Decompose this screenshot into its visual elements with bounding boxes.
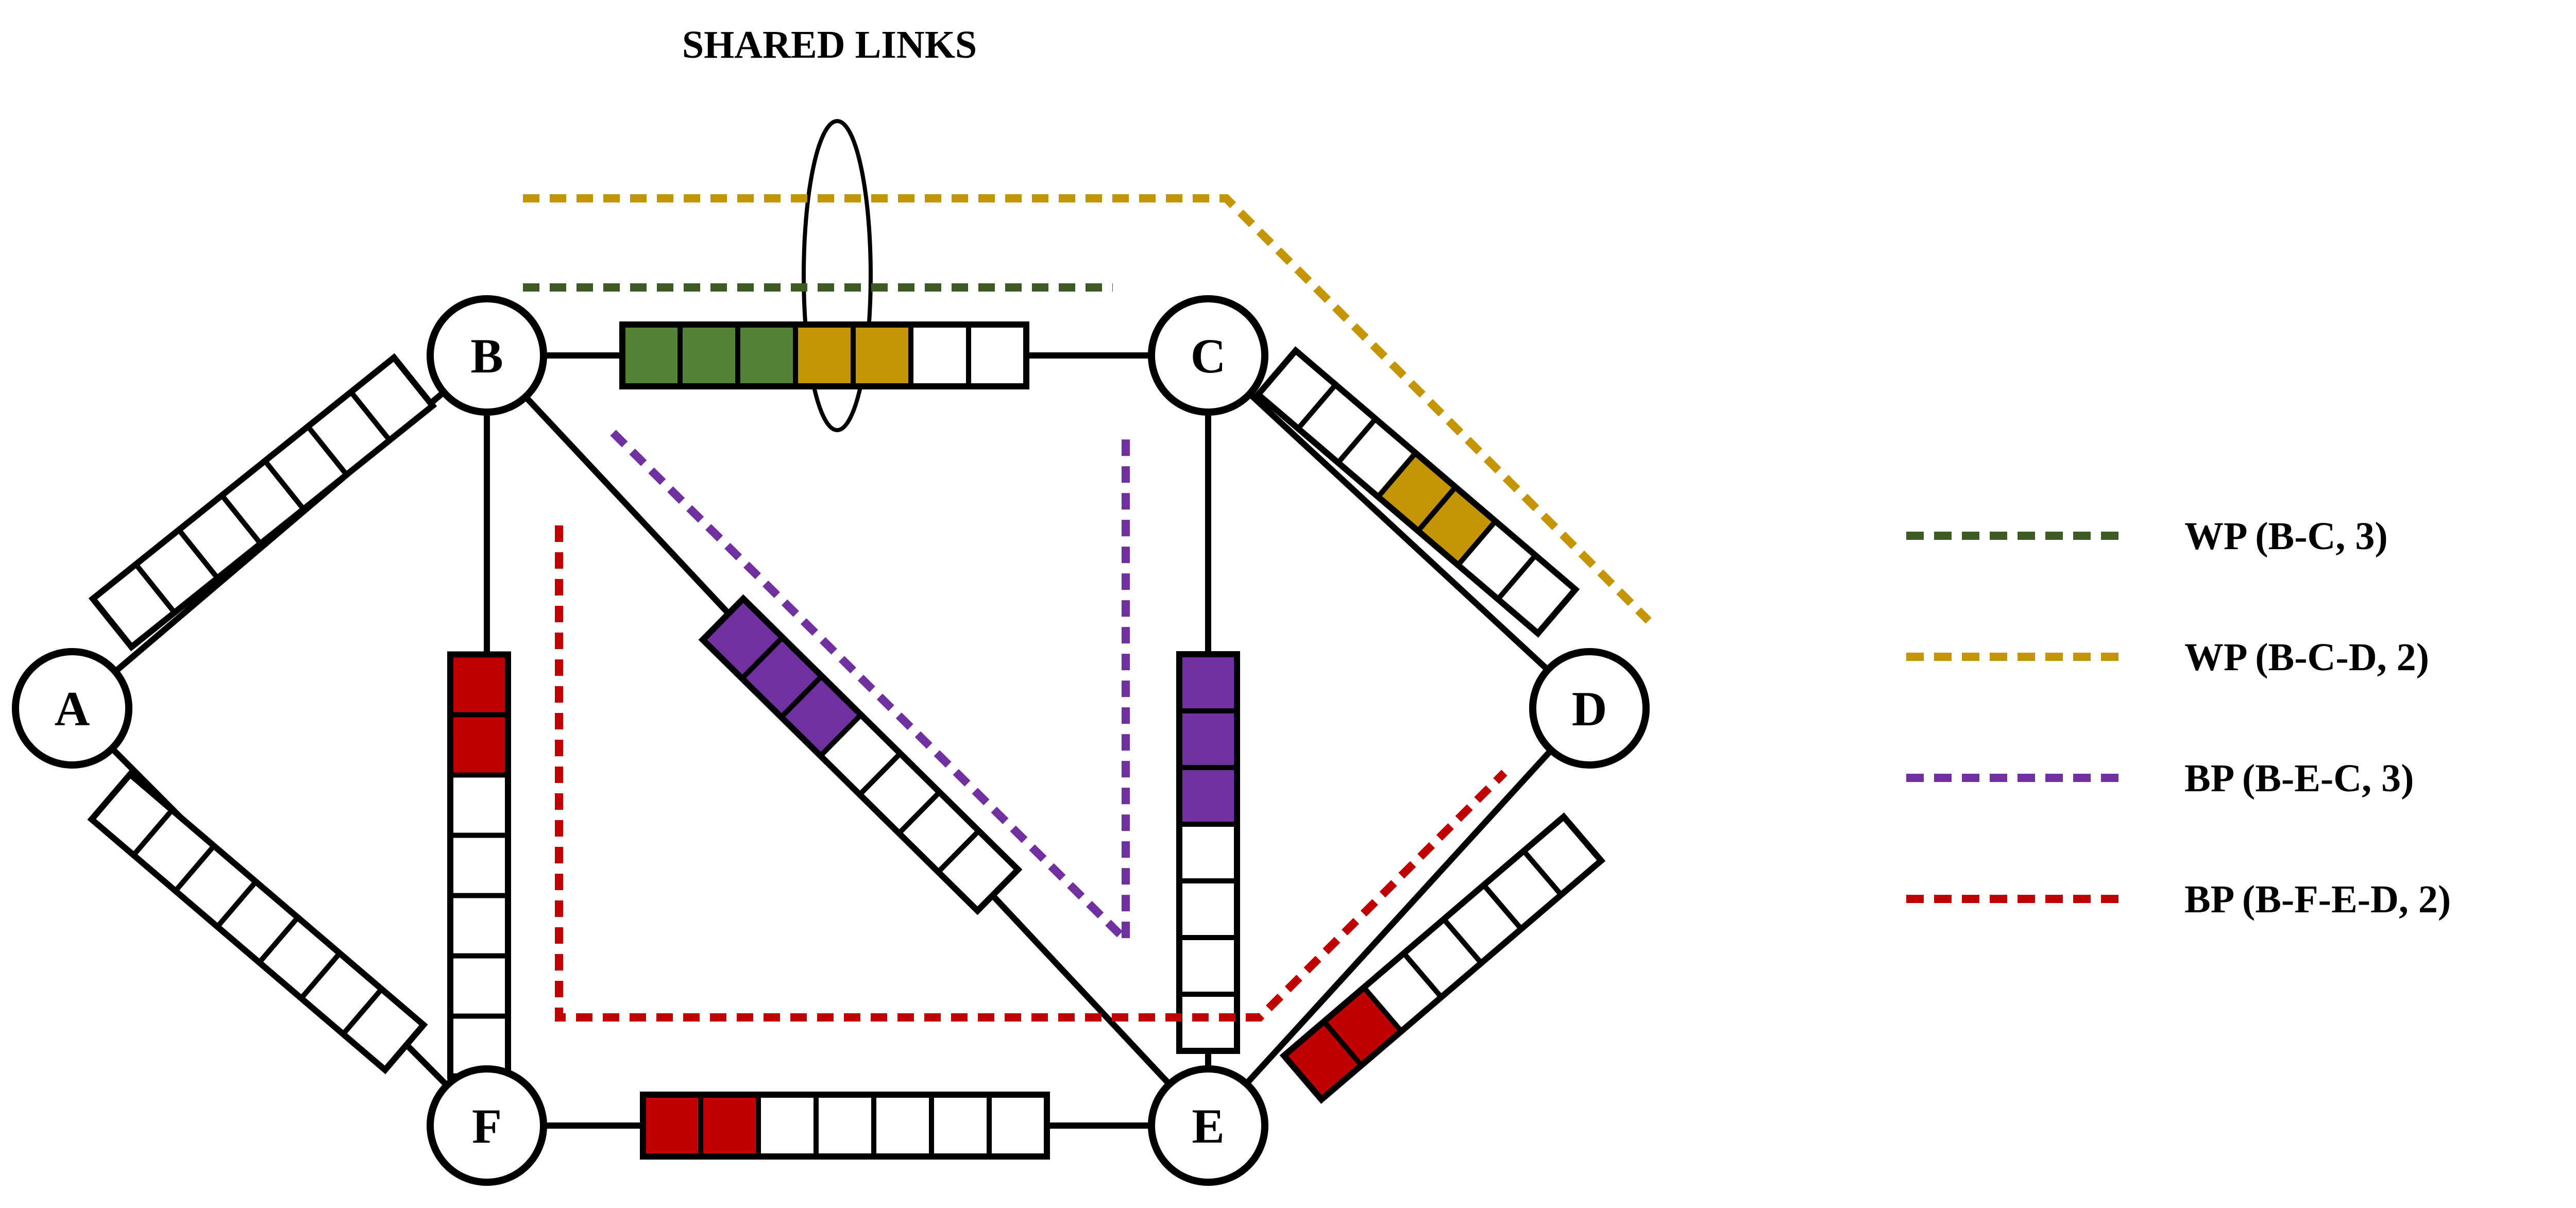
node-circle xyxy=(1148,1065,1268,1186)
node-A: A xyxy=(12,648,132,769)
link-bar-A-B xyxy=(88,353,437,652)
slot-F-E-6 xyxy=(987,1092,1049,1159)
bp-red-route xyxy=(555,525,1507,1022)
edge-C-D xyxy=(1206,353,1592,711)
slot-F-E-3 xyxy=(814,1092,876,1159)
slot-C-E-0 xyxy=(1177,652,1240,713)
link-bar-F-E xyxy=(640,1092,1050,1160)
slot-C-E-2 xyxy=(1177,765,1240,827)
legend-label: WP (B-C, 3) xyxy=(2184,515,2388,558)
link-bar-B-F xyxy=(447,651,511,1080)
node-label: D xyxy=(1572,682,1607,736)
wp-gold-route xyxy=(523,194,1652,624)
slot-B-C-1 xyxy=(677,322,740,389)
node-label: C xyxy=(1191,329,1226,383)
slot-F-E-5 xyxy=(929,1092,992,1159)
node-circle xyxy=(427,1065,547,1186)
slot-B-C-2 xyxy=(735,322,798,389)
slot-B-C-4 xyxy=(851,322,913,389)
legend-label: WP (B-C-D, 2) xyxy=(2184,636,2429,679)
node-circle xyxy=(12,648,132,769)
legend: WP (B-C, 3) WP (B-C-D, 2) BP (B-E-C, 3) BP … xyxy=(1906,515,2451,921)
slot-F-E-1 xyxy=(698,1092,761,1159)
node-label: B xyxy=(470,329,503,383)
bp-purple-route xyxy=(610,430,1130,950)
slot-B-F-5 xyxy=(448,953,511,1019)
legend-label: BP (B-F-E-D, 2) xyxy=(2184,878,2451,921)
slot-B-C-0 xyxy=(620,322,683,389)
node-circle xyxy=(1529,648,1650,769)
node-F: F xyxy=(427,1065,547,1186)
link-bar-B-E xyxy=(698,594,1023,915)
node-label: F xyxy=(472,1099,502,1153)
slot-B-F-1 xyxy=(448,712,511,778)
link-bar-A-F xyxy=(87,770,428,1075)
node-D: D xyxy=(1529,648,1650,769)
slot-B-C-3 xyxy=(793,322,856,389)
slot-B-F-2 xyxy=(448,772,511,838)
slot-C-E-5 xyxy=(1177,935,1240,997)
link-bar-B-C xyxy=(619,321,1029,389)
slot-C-E-3 xyxy=(1177,822,1240,883)
slot-bar-outline xyxy=(619,321,1029,389)
legend-entry-1: WP (B-C-D, 2) xyxy=(1906,636,2429,679)
node-label: A xyxy=(55,682,90,736)
slot-F-E-4 xyxy=(871,1092,934,1159)
path-routes-layer xyxy=(523,194,1652,1022)
slot-bar-outline xyxy=(87,770,428,1075)
slot-F-E-2 xyxy=(756,1092,819,1159)
legend-label: BP (B-E-C, 3) xyxy=(2184,757,2414,800)
slot-bar-outline xyxy=(1279,812,1606,1104)
link-bar-E-D xyxy=(1279,812,1606,1104)
slot-bar-outline xyxy=(698,594,1023,915)
slot-bar-outline xyxy=(1253,346,1580,638)
slot-C-E-1 xyxy=(1177,708,1240,770)
legend-entry-2: BP (B-E-C, 3) xyxy=(1906,757,2414,800)
node-circle xyxy=(427,295,547,416)
shared-links-ellipse xyxy=(802,119,873,432)
legend-entry-3: BP (B-F-E-D, 2) xyxy=(1906,878,2451,921)
slot-C-E-4 xyxy=(1177,878,1240,940)
nodes-layer: A B C D E F xyxy=(12,295,1650,1186)
node-circle xyxy=(1148,295,1268,416)
legend-entry-0: WP (B-C, 3) xyxy=(1906,515,2388,558)
slot-bar-outline xyxy=(640,1092,1050,1160)
node-C: C xyxy=(1148,295,1268,416)
link-slots-layer xyxy=(87,321,1606,1160)
slot-B-F-0 xyxy=(448,652,511,718)
slot-B-C-5 xyxy=(908,322,971,389)
link-bar-C-D xyxy=(1253,346,1580,638)
slot-B-F-3 xyxy=(448,832,511,898)
node-E: E xyxy=(1148,1065,1268,1186)
slot-B-F-4 xyxy=(448,893,511,959)
slot-F-E-0 xyxy=(640,1092,703,1159)
node-label: E xyxy=(1192,1099,1224,1153)
edge-E-D xyxy=(1206,706,1592,1128)
slot-bar-outline xyxy=(88,353,437,652)
slot-B-C-6 xyxy=(966,322,1029,389)
node-B: B xyxy=(427,295,547,416)
slot-C-E-6 xyxy=(1177,992,1240,1053)
shared-links-title: SHARED LINKS xyxy=(682,23,977,66)
link-bar-C-E xyxy=(1176,651,1240,1054)
slot-bar-outline xyxy=(1176,651,1240,1054)
